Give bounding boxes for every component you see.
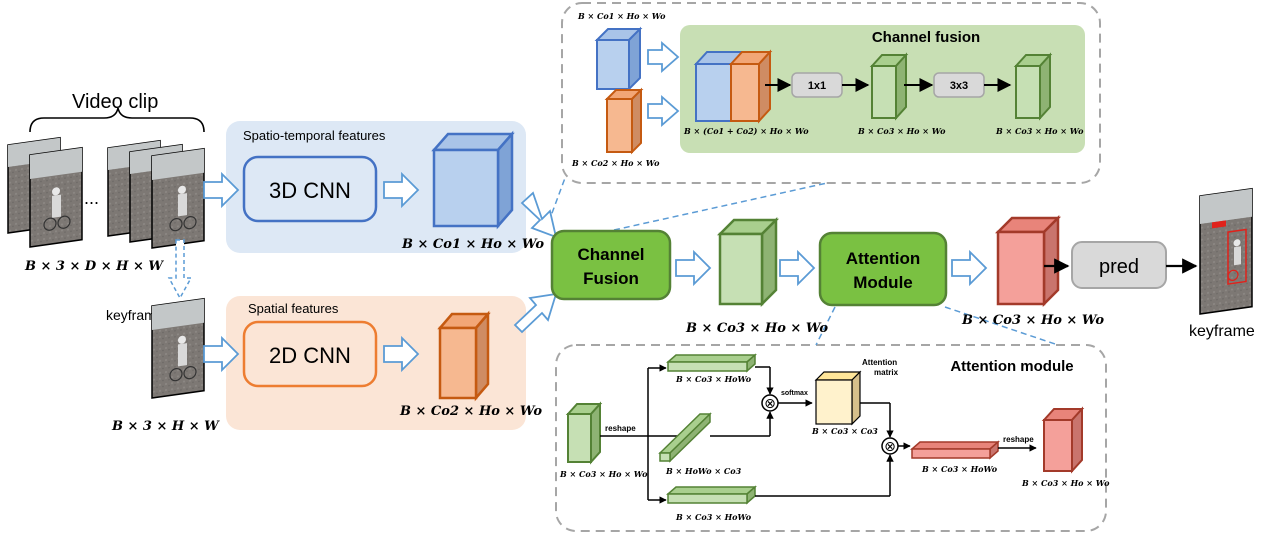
spatial-feature-cube — [437, 310, 491, 402]
am-out-cube — [1041, 406, 1085, 474]
am-multiply2-symbol: ⊗ — [884, 439, 896, 455]
spatio-temporal-dims: B × Co1 × Ho × Wo — [401, 237, 544, 252]
channel-fusion-detail-panel — [561, 2, 1101, 184]
am-softmax-label: softmax — [781, 390, 808, 397]
spatial-panel-label: Spatial features — [248, 301, 339, 316]
am-top-slab-dims: B × Co3 × HoWo — [675, 374, 752, 384]
output-keyframe-image — [1199, 187, 1253, 315]
arrow-feature-to-attention — [779, 249, 816, 287]
video-dims: B × 3 × D × H × W — [24, 259, 164, 274]
cf-out-cube — [1013, 52, 1053, 121]
zoom-line-attention-1 — [815, 306, 836, 346]
cf-input1-cube — [594, 26, 643, 92]
pred-label: pred — [1099, 256, 1139, 278]
attention-node-line1: Attention — [846, 249, 921, 268]
video-clip-label: Video clip — [72, 91, 158, 113]
am-result-slab-dims: B × Co3 × HoWo — [921, 464, 998, 474]
cf-concat-cube — [693, 49, 773, 124]
output-keyframe-label: keyframe — [1189, 323, 1255, 340]
arrow-video-to-3dcnn — [203, 171, 240, 209]
arrow-3dcnn-to-feature — [383, 171, 420, 209]
attended-feature-cube — [994, 214, 1062, 308]
cf-mid-dims: B × Co3 × Ho × Wo — [857, 126, 946, 136]
cf-input2-cube — [604, 87, 644, 155]
arrow-2d-to-fusion — [513, 292, 558, 334]
attention-detail-panel — [555, 344, 1107, 532]
spatio-temporal-panel-label: Spatio-temporal features — [243, 128, 386, 143]
arrow-cf-input1 — [647, 41, 680, 73]
am-mid-slab — [658, 412, 712, 463]
am-multiply1-symbol: ⊗ — [764, 396, 776, 412]
cf-conv2-label: 3x3 — [950, 80, 968, 92]
am-title: Attention module — [950, 358, 1073, 375]
channel-fusion-line2: Fusion — [583, 269, 639, 288]
am-matrix-label-1: Attention — [862, 358, 897, 367]
am-reshape2-label: reshape — [1003, 435, 1034, 444]
video-clip-brace — [29, 107, 205, 133]
keyframe-input-label: keyframe — [106, 307, 164, 323]
am-reshape1-label: reshape — [605, 424, 636, 433]
fused-feature-dims: B × Co3 × Ho × Wo — [685, 321, 828, 336]
channel-fusion-node[interactable] — [550, 229, 672, 301]
cf-title: Channel fusion — [872, 29, 980, 46]
attention-module-node[interactable] — [818, 231, 948, 307]
video-frames-group-2 — [107, 139, 205, 249]
am-result-slab — [910, 440, 1000, 460]
cf-concat-dims: B × (Co1 + Co2) × Ho × Wo — [683, 126, 809, 136]
arrow-cf-input2 — [647, 95, 680, 127]
arrow-fusion-to-feature — [675, 249, 712, 287]
arrow-3d-to-fusion — [520, 191, 558, 239]
am-bottom-slab — [666, 485, 757, 505]
arrow-attention-to-feature — [951, 249, 988, 287]
am-out-dims: B × Co3 × Ho × Wo — [1021, 478, 1110, 488]
attended-feature-dims: B × Co3 × Ho × Wo — [961, 313, 1104, 328]
keyframe-dashed-arrow — [167, 239, 193, 300]
zoom-line-channel-1 — [613, 182, 828, 231]
cf-input1-dims: B × Co1 × Ho × Wo — [577, 11, 666, 21]
keyframe-input-image — [151, 297, 205, 399]
arrow-2dcnn-to-feature — [383, 335, 420, 373]
attention-node-line2: Module — [853, 273, 913, 292]
spatio-temporal-feature-cube — [431, 130, 515, 230]
channel-fusion-line1: Channel — [577, 245, 644, 264]
spatial-dims: B × Co2 × Ho × Wo — [399, 404, 542, 419]
2d-cnn-label: 2D CNN — [269, 343, 351, 368]
2d-cnn-block — [242, 320, 378, 388]
keyframe-dims: B × 3 × H × W — [111, 419, 220, 434]
3d-cnn-label: 3D CNN — [269, 178, 351, 203]
cf-mid-cube — [869, 52, 909, 121]
arrow-keyframe-to-2dcnn — [203, 335, 240, 373]
video-ellipsis: ... — [84, 188, 99, 208]
fused-feature-cube — [716, 216, 780, 308]
am-attention-matrix-cube — [814, 370, 862, 426]
am-bottom-slab-dims: B × Co3 × HoWo — [675, 512, 752, 522]
3d-cnn-block — [242, 155, 378, 223]
am-mid-slab-dims: B × HoWo × Co3 — [665, 466, 742, 476]
am-matrix-dims: B × Co3 × Co3 — [811, 426, 878, 436]
cf-input2-dims: B × Co2 × Ho × Wo — [571, 158, 660, 168]
am-top-slab — [666, 353, 757, 373]
am-input-cube — [565, 401, 603, 465]
cf-out-dims: B × Co3 × Ho × Wo — [995, 126, 1084, 136]
cf-conv1-label: 1x1 — [808, 80, 826, 92]
video-frames-group-1 — [7, 136, 83, 248]
am-input-dims: B × Co3 × Ho × Wo — [559, 469, 648, 479]
am-matrix-label-2: matrix — [874, 368, 899, 377]
